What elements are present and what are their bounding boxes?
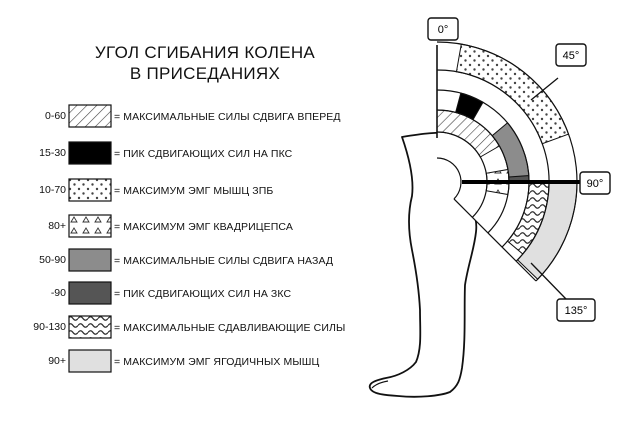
angle-label: 45° [563,50,580,62]
legend-text: = МАКСИМУМ ЭМГ ЯГОДИЧНЫХ МЫШЦ [114,356,320,368]
legend-text: = ПИК СДВИГАЮЩИХ СИЛ НА ПКС [114,148,293,160]
ring-outline [436,157,462,200]
ring-outline [436,41,578,282]
legend-range: 15-30 [39,147,66,159]
ring-outline [436,131,488,218]
angle-labels: 0° 45° 90° 135° [427,17,611,322]
legend-swatch-black [68,141,112,165]
legend-range: 90+ [48,355,66,367]
angle-label-box [427,17,459,41]
legend-swatch-wave [68,315,112,339]
legend-swatch-dark-gray [68,281,112,305]
ring-outlines [436,41,578,282]
legend-range: 80+ [48,220,66,232]
legend-text: = МАКСИМАЛЬНЫЕ СИЛЫ СДВИГА НАЗАД [114,255,334,267]
legend-range: 10-70 [39,184,66,196]
legend-text: = МАКСИМАЛЬНЫЕ СДАВЛИВАЮЩИЕ СИЛЫ [114,322,346,334]
diagram-title: УГОЛ СГИБАНИЯ КОЛЕНА В ПРИСЕДАНИЯХ [70,42,340,84]
legend-swatch-dots [68,178,112,202]
legend-swatch-light-gray [68,349,112,373]
legend-swatch-mid-gray [68,248,112,272]
ring-outline [436,69,550,262]
fan-edge-135 [453,198,537,282]
legend-range: -90 [50,287,66,299]
legend-swatch-hatch [68,104,112,128]
legend-text: = МАКСИМАЛЬНЫЕ СИЛЫ СДВИГА ВПЕРЕД [114,111,341,123]
legend-range: 0-60 [44,110,66,122]
legend-text: = ПИК СДВИГАЮЩИХ СИЛ НА ЗКС [114,288,292,300]
legend: 0-60 = МАКСИМАЛЬНЫЕ СИЛЫ СДВИГА ВПЕРЕД 1… [6,0,406,432]
angle-leader-line [530,77,559,101]
title-line-2: В ПРИСЕДАНИЯХ [129,64,281,83]
legend-range: 90-130 [33,321,66,333]
legend-swatch-triangles [68,214,112,238]
ring-outline [436,109,510,234]
angle-label-box [555,43,587,67]
angle-label: 90° [587,178,604,190]
angle-label: 135° [565,305,588,317]
legend-range: 50-90 [39,254,66,266]
title-line-1: УГОЛ СГИБАНИЯ КОЛЕНА [94,43,316,62]
angle-leader-line [530,262,567,300]
angle-label: 0° [438,24,449,36]
legend-text: = МАКСИМУМ ЭМГ МЫШЦ ЗПБ [114,185,274,197]
legend-text: = МАКСИМУМ ЭМГ КВАДРИЦЕПСА [114,221,293,233]
ring-outline [436,89,530,248]
angle-label-box [556,298,596,322]
angle-label-box [579,171,611,195]
